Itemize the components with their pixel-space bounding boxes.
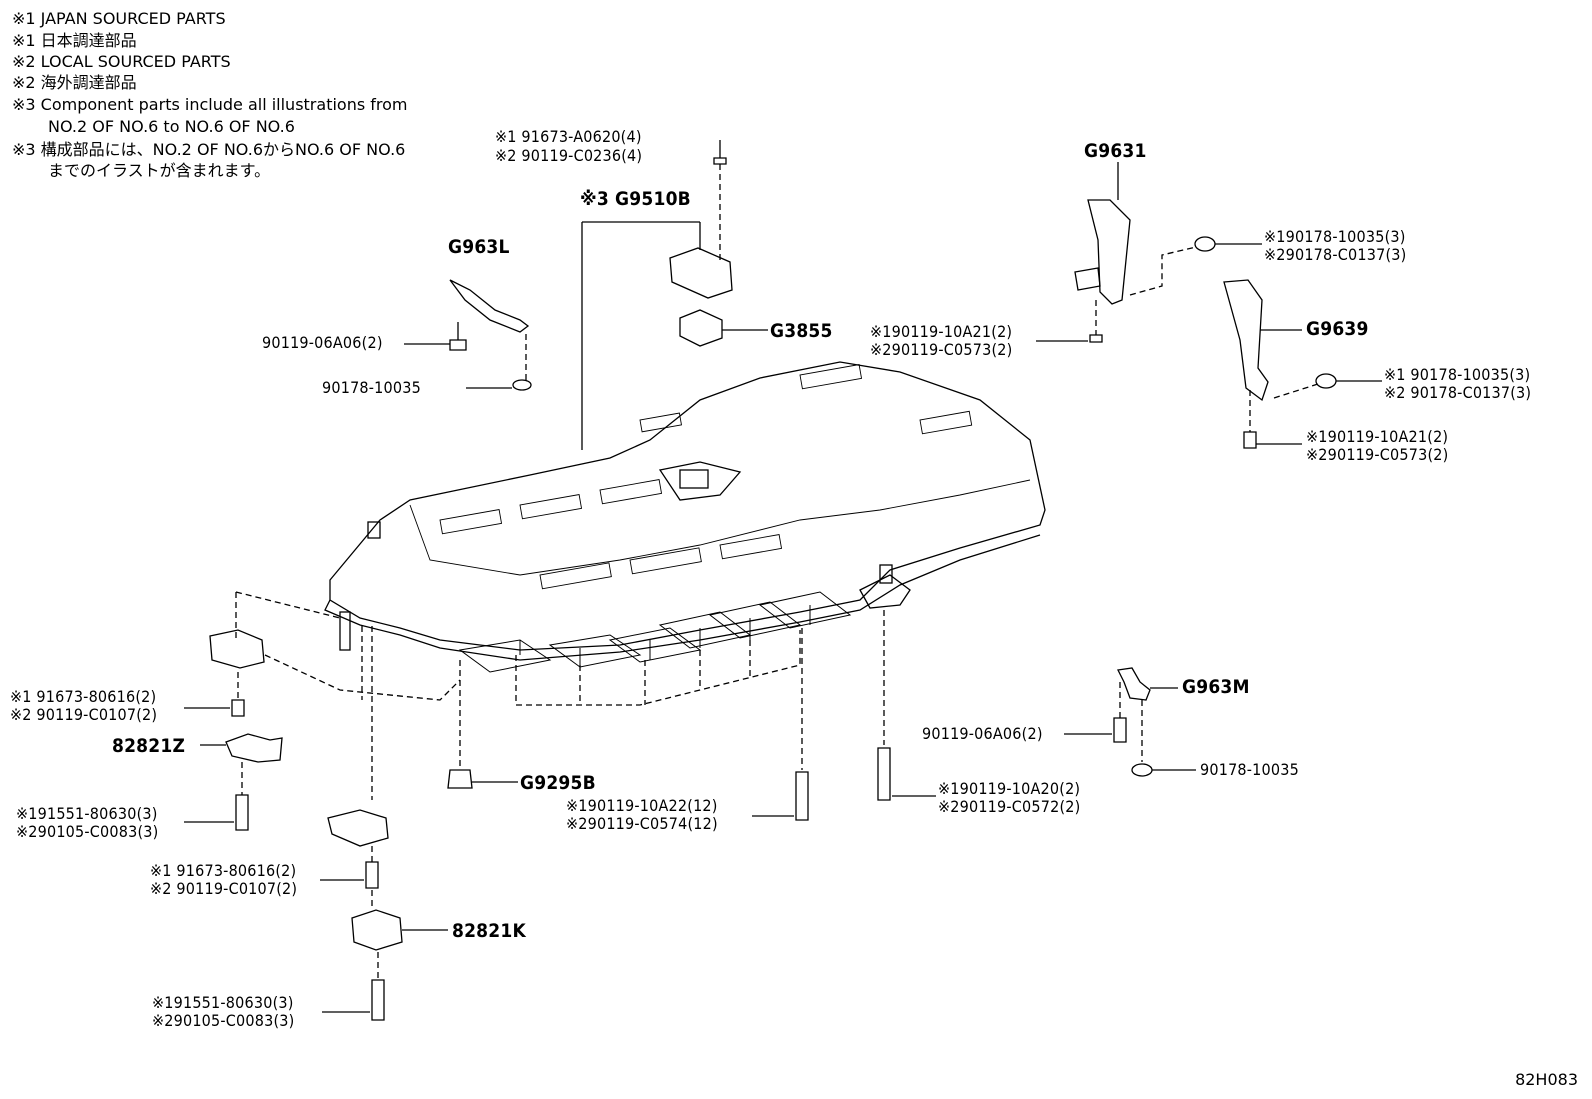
label-g9639-bolt-1: ※190119-10A21(2) — [1306, 427, 1449, 446]
label-k-bolt-2: ※290105-C0083(3) — [152, 1011, 295, 1030]
battery-tray-outline — [329, 361, 1046, 651]
label-g9510b: ※3 G9510B — [580, 188, 691, 210]
figure-id: 82H083 — [1515, 1070, 1578, 1089]
note-line-4: ※2 海外調達部品 — [12, 73, 137, 92]
label-g3855: G3855 — [770, 320, 833, 342]
label-g9639: G9639 — [1306, 318, 1369, 340]
label-g9295b: G9295B — [520, 772, 596, 794]
label-mid-bolt-1: ※1 91673-80616(2) — [150, 861, 297, 880]
label-g963m-bolt: 90119-06A06(2) — [922, 724, 1043, 743]
label-center-bolt-2: ※290119-C0574(12) — [566, 814, 718, 833]
label-g9631-nut-1: ※190178-10035(3) — [1264, 227, 1406, 246]
label-right-bolt-2: ※290119-C0572(2) — [938, 797, 1081, 816]
label-mid-bolt-2: ※2 90119-C0107(2) — [150, 879, 298, 898]
label-g9631-bolt-2: ※290119-C0573(2) — [870, 340, 1013, 359]
label-g9639-nut-2: ※2 90178-C0137(3) — [1384, 383, 1532, 402]
label-g963l-nut: 90178-10035 — [322, 378, 421, 397]
label-82821k: 82821K — [452, 920, 526, 942]
note-line-2: ※1 日本調達部品 — [12, 31, 137, 50]
label-g963l-bolt: 90119-06A06(2) — [262, 333, 383, 352]
note-line-8: までのイラストが含まれます。 — [48, 161, 271, 180]
label-z-bolt-2: ※290105-C0083(3) — [16, 822, 159, 841]
label-center-bolt-1: ※190119-10A22(12) — [566, 796, 718, 815]
label-82821z: 82821Z — [112, 735, 186, 757]
label-g9639-bolt-2: ※290119-C0573(2) — [1306, 445, 1449, 464]
label-g963m-nut: 90178-10035 — [1200, 760, 1299, 779]
label-g9631: G9631 — [1084, 140, 1147, 162]
label-top-bolt-2: ※2 90119-C0236(4) — [495, 146, 643, 165]
label-left-bolt-1: ※1 91673-80616(2) — [10, 687, 157, 706]
label-g9631-bolt-1: ※190119-10A21(2) — [870, 322, 1013, 341]
note-line-5: ※3 Component parts include all illustrat… — [12, 95, 408, 114]
label-g9631-nut-2: ※290178-C0137(3) — [1264, 245, 1407, 264]
label-k-bolt-1: ※191551-80630(3) — [152, 993, 294, 1012]
label-g963l: G963L — [448, 236, 510, 258]
label-top-bolt-1: ※1 91673-A0620(4) — [495, 127, 642, 146]
label-g963m: G963M — [1182, 676, 1250, 698]
top-bolt-shape — [713, 140, 727, 165]
note-line-3: ※2 LOCAL SOURCED PARTS — [12, 52, 231, 71]
note-line-6: NO.2 OF NO.6 to NO.6 OF NO.6 — [48, 117, 295, 136]
note-line-1: ※1 JAPAN SOURCED PARTS — [12, 9, 226, 28]
label-left-bolt-2: ※2 90119-C0107(2) — [10, 705, 158, 724]
label-z-bolt-1: ※191551-80630(3) — [16, 804, 158, 823]
note-line-7: ※3 構成部品には、NO.2 OF NO.6からNO.6 OF NO.6 — [12, 140, 406, 159]
label-right-bolt-1: ※190119-10A20(2) — [938, 779, 1081, 798]
label-g9639-nut-1: ※1 90178-10035(3) — [1384, 365, 1531, 384]
